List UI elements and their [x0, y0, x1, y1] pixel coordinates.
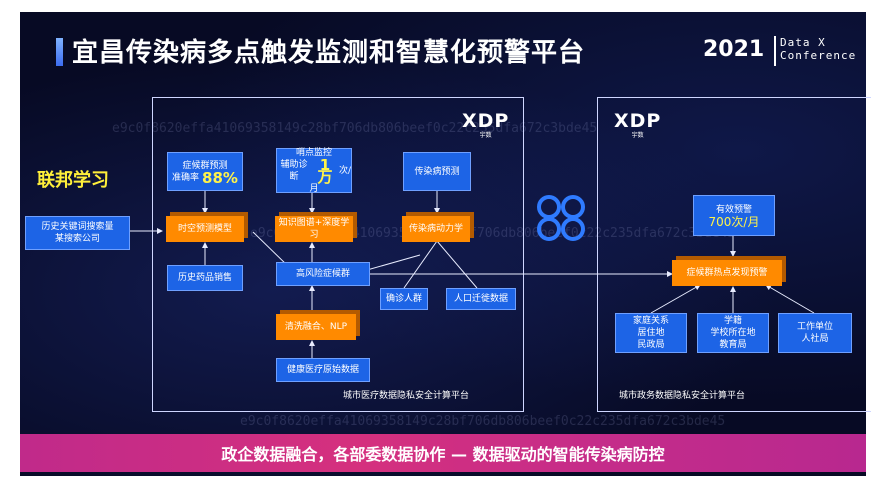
xdp-logo-text: XDP: [614, 110, 662, 132]
federated-learning-label: 联邦学习: [37, 170, 109, 191]
effective-warning-box: 有效预警 700次/月: [693, 195, 775, 236]
warning-box-title: 有效预警: [715, 204, 752, 215]
xdp-logo: XDP 宇数: [462, 110, 509, 139]
spatiotemporal-model-box: 时空预测模型: [166, 216, 244, 242]
symptom-box-metric-label: 准确率: [172, 172, 200, 183]
government-platform-panel: [597, 97, 871, 412]
family-box-line: 居住地: [637, 328, 665, 338]
confirmed-cases-box: 确诊人群: [380, 288, 428, 310]
slide-frame: [20, 12, 866, 476]
connector-arrow: [359, 254, 421, 274]
sentinel-box-title: 哨点监控: [295, 147, 332, 158]
watermark-hash: e9c0f8620effa41069358149c28bf706db806bee…: [250, 226, 736, 241]
symptom-prediction-box: 症候群预测 准确率 88%: [167, 152, 243, 191]
conference-logo: Data X Conference: [774, 36, 866, 66]
bottom-banner: 政企数据融合，各部委数据协作 — 数据驱动的智能传染病防控: [20, 434, 866, 472]
sentinel-box-metric-unit-line: 月: [309, 183, 319, 194]
sentinel-monitor-box: 哨点监控 辅助诊断 1万 次/ 月: [276, 147, 352, 194]
knowledge-graph-box: 知识图谱+深度学习: [275, 216, 353, 242]
conference-logo-line: Data X: [780, 36, 826, 49]
bottom-banner-text: 政企数据融合，各部委数据协作 — 数据驱动的智能传染病防控: [221, 445, 665, 464]
school-box-line: 教育局: [719, 340, 747, 350]
page-title: 宜昌传染病多点触发监测和智慧化预警平台: [72, 38, 586, 68]
family-box-line: 家庭关系: [632, 316, 669, 326]
school-registry-box: 学籍 学校所在地 教育局: [697, 313, 769, 353]
connector-arrow: [650, 284, 701, 314]
warning-box-value: 700次/月: [708, 214, 760, 229]
connector-line: [403, 240, 438, 289]
disease-dynamics-box: 传染病动力学: [402, 216, 470, 242]
watermark-hash: e9c0f8620effa41069358149c28bf706db806bee…: [112, 121, 598, 136]
external-search-data-box: 历史关键词搜索量 某搜索公司: [25, 216, 130, 250]
external-box-line: 历史关键词搜索量: [41, 222, 114, 232]
watermark-hash: e9c0f8620effa41069358149c28bf706db806bee…: [240, 414, 726, 429]
data-cleaning-nlp-box: 清洗融合、NLP: [276, 314, 356, 340]
infectious-disease-prediction-box: 传染病预测: [403, 152, 471, 191]
family-box-line: 民政局: [637, 340, 665, 350]
medical-platform-caption: 城市医疗数据隐私安全计算平台: [343, 391, 470, 401]
xdp-logo: XDP 宇数: [614, 110, 661, 139]
employer-box: 工作单位 人社局: [778, 313, 852, 353]
high-risk-syndrome-box: 高风险症候群: [276, 262, 370, 286]
sentinel-box-metric-label: 辅助诊断: [280, 159, 308, 182]
xdp-logo-text: XDP: [462, 110, 510, 132]
symptom-box-metric: 准确率 88%: [172, 168, 238, 187]
connector-arrow: [765, 284, 815, 314]
medical-platform-panel: [152, 97, 524, 412]
connector-line: [436, 240, 478, 289]
xdp-logo-sub: 宇数: [631, 132, 644, 139]
symptom-box-metric-value: 88%: [202, 168, 238, 187]
title-accent-bar: [56, 38, 63, 66]
school-box-line: 学籍: [723, 316, 742, 326]
xdp-logo-sub: 宇数: [479, 132, 492, 139]
sentinel-box-metric-value: 1万: [317, 155, 333, 186]
conference-logo-line: Conference: [780, 49, 857, 62]
government-platform-caption: 城市政务数据隐私安全计算平台: [619, 391, 746, 401]
employer-box-line: 工作单位: [796, 322, 833, 332]
symptom-box-title: 症候群预测: [182, 160, 228, 171]
syndrome-hotspot-warning-box: 症候群热点发现预警: [672, 260, 782, 286]
family-relations-box: 家庭关系 居住地 民政局: [615, 313, 687, 353]
conference-year: 2021: [703, 37, 765, 62]
external-box-line: 某搜索公司: [54, 234, 100, 244]
background-glow: [20, 12, 866, 476]
employer-box-line: 人社局: [801, 334, 829, 344]
federation-link-icon: [537, 195, 585, 241]
historical-drug-sales-box: 历史药品销售: [167, 265, 243, 291]
school-box-line: 学校所在地: [710, 328, 756, 338]
sentinel-box-metric: 辅助诊断 1万 次/: [277, 155, 351, 186]
population-migration-box: 人口迁徙数据: [446, 288, 516, 310]
sentinel-box-metric-unit: 次/: [338, 165, 351, 176]
raw-health-data-box: 健康医疗原始数据: [276, 358, 370, 382]
